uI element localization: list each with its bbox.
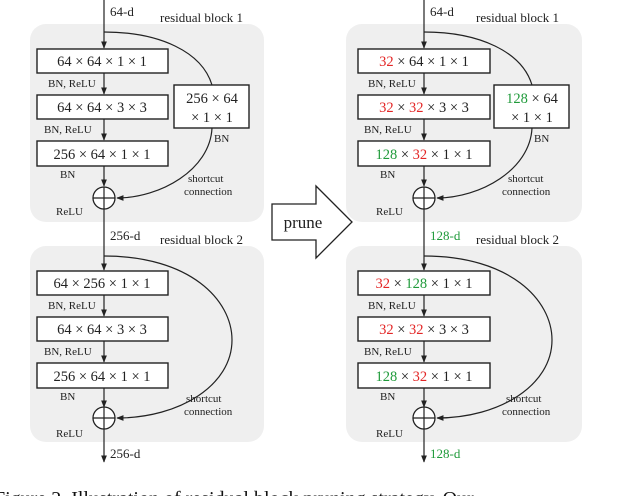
left-block2-title: residual block 2 [160,232,243,247]
right-b2-shortcut-text2: connection [502,406,551,418]
figure-caption: Figure 2. Illustration of residual block… [0,488,474,496]
right-b1-bnrelu1: BN, ReLU [368,78,416,90]
left-b1-conv3-box [36,140,169,167]
right-b1-conv1-box [357,48,491,74]
right-b2-conv1-label: 32 × 128 × 1 × 1 [375,276,472,292]
left-block1-title: residual block 1 [160,10,243,25]
left-b2-relu: ReLU [56,428,83,440]
right-b1-bnrelu2: BN, ReLU [364,124,412,136]
right-b2-conv2-box [357,316,491,342]
prune-arrow-shape [271,184,353,260]
right-b2-bnrelu1: BN, ReLU [368,300,416,312]
left-output-label: 256-d [110,446,141,461]
left-between-label: 256-d [110,228,141,243]
right-network: 64-d residual block 1 32 × 64 × 1 × 1 BN… [346,0,582,463]
left-b2-shortcut-path [103,255,233,421]
left-b1-conv2-label: 64 × 64 × 3 × 3 [57,100,147,116]
left-b2-conv3-label: 256 × 64 × 1 × 1 [53,369,150,385]
right-b2-conv2-label: 32 × 32 × 3 × 3 [379,322,469,338]
left-b2-conv2-box [36,316,169,342]
right-b1-shortcut-box [493,84,570,129]
right-b1-shortcut-path [423,31,533,86]
left-b1-shortcut-text2: connection [184,186,233,198]
right-b1-shortcut-text1: shortcut [508,173,543,185]
left-b1-conv1-box [36,48,169,74]
left-b1-relu: ReLU [56,206,83,218]
right-block2-title: residual block 2 [476,232,559,247]
left-input-label: 64-d [110,4,134,19]
right-b1-conv2-label: 32 × 32 × 3 × 3 [379,100,469,116]
right-b1-conv3-box [357,140,491,167]
left-b1-shortcut-l2: × 1 × 1 [191,110,233,126]
right-b1-relu: ReLU [376,206,403,218]
right-b2-shortcut-text1: shortcut [506,393,541,405]
right-output-label: 128-d [430,446,461,461]
left-b1-conv3-label: 256 × 64 × 1 × 1 [53,147,150,163]
left-b2-bnrelu2: BN, ReLU [44,346,92,358]
left-b2-bnrelu1: BN, ReLU [48,300,96,312]
right-b1-conv3-label: 128 × 32 × 1 × 1 [375,147,472,163]
left-b2-shortcut-text2: connection [184,406,233,418]
right-b2-bnrelu2: BN, ReLU [364,346,412,358]
left-b1-shortcut-bn: BN [214,133,229,145]
left-network: 64-d residual block 1 64 × 64 × 1 × 1 BN… [30,0,264,463]
right-between-label: 128-d [430,228,461,243]
right-b1-shortcut-bn: BN [534,133,549,145]
left-b1-conv1-label: 64 × 64 × 1 × 1 [57,54,147,70]
right-b1-shortcut-l2: × 1 × 1 [511,110,553,126]
left-b1-bnrelu2: BN, ReLU [44,124,92,136]
right-b2-conv3-box [357,362,491,389]
left-b1-bnrelu1: BN, ReLU [48,78,96,90]
left-b2-conv2-label: 64 × 64 × 3 × 3 [57,322,147,338]
left-b1-shortcut-text1: shortcut [188,173,223,185]
right-b2-shortcut-path [423,255,553,421]
left-b2-conv3-box [36,362,169,389]
right-b2-conv1-box [357,270,491,296]
right-b1-bn3: BN [380,169,395,181]
prune-label: prune [284,213,323,232]
left-b1-conv2-box [36,94,169,120]
left-b2-conv1-label: 64 × 256 × 1 × 1 [53,276,150,292]
left-b1-bn3: BN [60,169,75,181]
prune-arrow: prune [271,184,353,260]
left-b1-shortcut-path [103,31,213,86]
left-b2-bn3: BN [60,391,75,403]
right-b1-shortcut-text2: connection [502,186,551,198]
right-b2-bn3: BN [380,391,395,403]
right-b1-shortcut-l1: 128 × 64 [506,91,558,107]
right-b1-conv1-label: 32 × 64 × 1 × 1 [379,54,469,70]
right-b2-relu: ReLU [376,428,403,440]
left-b2-conv1-box [36,270,169,296]
right-input-label: 64-d [430,4,454,19]
right-block1-title: residual block 1 [476,10,559,25]
left-b1-shortcut-l1: 256 × 64 [186,91,238,107]
left-b2-shortcut-text1: shortcut [186,393,221,405]
right-b2-conv3-label: 128 × 32 × 1 × 1 [375,369,472,385]
